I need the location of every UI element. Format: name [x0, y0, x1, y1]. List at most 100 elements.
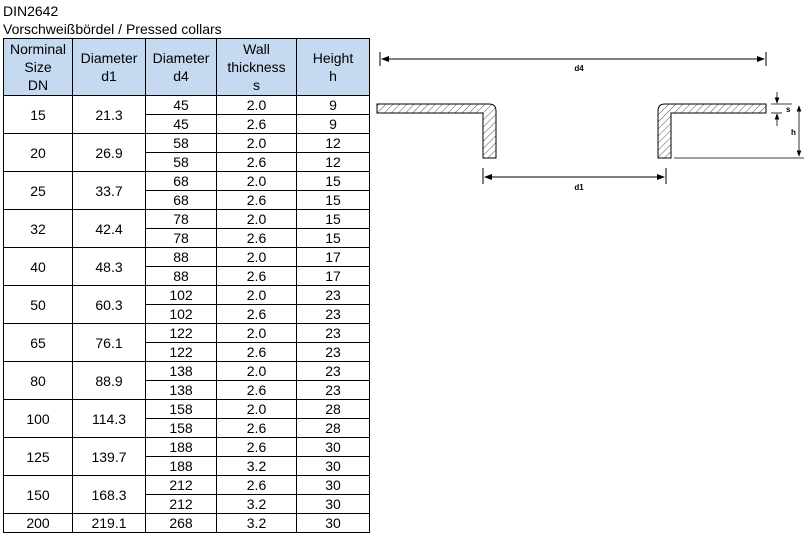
collar-profile-right	[657, 103, 767, 159]
cell-wall-thickness: 2.0	[216, 95, 297, 115]
cell-diameter-d4: 58	[145, 133, 217, 153]
cell-diameter-d4: 158	[145, 399, 217, 419]
cell-diameter-d1: 114.3	[72, 399, 146, 438]
cell-diameter-d4: 138	[145, 361, 217, 381]
collar-drawing: d4 s h d1	[376, 52, 804, 192]
cell-nominal-size: 200	[3, 513, 73, 533]
cell-wall-thickness: 2.6	[216, 342, 297, 362]
cell-wall-thickness: 2.0	[216, 133, 297, 153]
cell-wall-thickness: 2.0	[216, 209, 297, 229]
cell-wall-thickness: 3.2	[216, 456, 297, 476]
cell-diameter-d1: 21.3	[72, 95, 146, 134]
cell-height: 28	[296, 399, 370, 419]
cell-diameter-d4: 122	[145, 323, 217, 343]
cell-wall-thickness: 2.6	[216, 228, 297, 248]
cell-wall-thickness: 2.0	[216, 323, 297, 343]
cell-diameter-d1: 33.7	[72, 171, 146, 210]
cell-diameter-d4: 45	[145, 114, 217, 134]
cell-height: 9	[296, 114, 370, 134]
cell-nominal-size: 15	[3, 95, 73, 134]
cell-height: 15	[296, 171, 370, 191]
cell-height: 30	[296, 475, 370, 495]
cell-diameter-d4: 102	[145, 285, 217, 305]
cell-height: 28	[296, 418, 370, 438]
cell-wall-thickness: 2.0	[216, 285, 297, 305]
cell-diameter-d4: 188	[145, 456, 217, 476]
cell-diameter-d4: 122	[145, 342, 217, 362]
cell-height: 15	[296, 228, 370, 248]
cell-diameter-d4: 102	[145, 304, 217, 324]
cell-nominal-size: 20	[3, 133, 73, 172]
cell-diameter-d4: 78	[145, 209, 217, 229]
cell-diameter-d4: 58	[145, 152, 217, 172]
cell-diameter-d1: 42.4	[72, 209, 146, 248]
cell-wall-thickness: 2.6	[216, 437, 297, 457]
cell-diameter-d4: 138	[145, 380, 217, 400]
cell-diameter-d4: 268	[145, 513, 217, 533]
document-title: DIN2642	[3, 3, 59, 19]
cell-wall-thickness: 2.0	[216, 399, 297, 419]
cell-diameter-d4: 158	[145, 418, 217, 438]
cell-height: 17	[296, 266, 370, 286]
cell-wall-thickness: 2.6	[216, 418, 297, 438]
cell-wall-thickness: 2.0	[216, 361, 297, 381]
cell-nominal-size: 50	[3, 285, 73, 324]
cell-height: 12	[296, 133, 370, 153]
cell-wall-thickness: 2.6	[216, 152, 297, 172]
cell-diameter-d1: 60.3	[72, 285, 146, 324]
cell-diameter-d4: 88	[145, 247, 217, 267]
cell-height: 23	[296, 285, 370, 305]
cell-diameter-d4: 68	[145, 190, 217, 210]
cell-diameter-d1: 219.1	[72, 513, 146, 533]
cell-wall-thickness: 2.6	[216, 266, 297, 286]
cell-wall-thickness: 2.6	[216, 190, 297, 210]
cell-diameter-d1: 88.9	[72, 361, 146, 400]
document-subtitle: Vorschweißbördel / Pressed collars	[3, 21, 222, 37]
cell-nominal-size: 80	[3, 361, 73, 400]
collar-profile-left	[376, 103, 497, 159]
cell-height: 9	[296, 95, 370, 115]
cell-height: 23	[296, 323, 370, 343]
cell-diameter-d1: 26.9	[72, 133, 146, 172]
cell-height: 30	[296, 513, 370, 533]
d4-label: d4	[574, 64, 584, 73]
cell-wall-thickness: 3.2	[216, 494, 297, 514]
cell-wall-thickness: 2.6	[216, 380, 297, 400]
cell-diameter-d4: 68	[145, 171, 217, 191]
cell-diameter-d1: 76.1	[72, 323, 146, 362]
cell-height: 23	[296, 380, 370, 400]
cell-diameter-d1: 48.3	[72, 247, 146, 286]
cell-height: 30	[296, 456, 370, 476]
cell-height: 30	[296, 494, 370, 514]
cell-diameter-d4: 88	[145, 266, 217, 286]
cell-nominal-size: 32	[3, 209, 73, 248]
cell-diameter-d1: 168.3	[72, 475, 146, 514]
cell-nominal-size: 40	[3, 247, 73, 286]
cell-height: 12	[296, 152, 370, 172]
cell-diameter-d4: 212	[145, 494, 217, 514]
cell-wall-thickness: 2.6	[216, 114, 297, 134]
cell-height: 23	[296, 342, 370, 362]
